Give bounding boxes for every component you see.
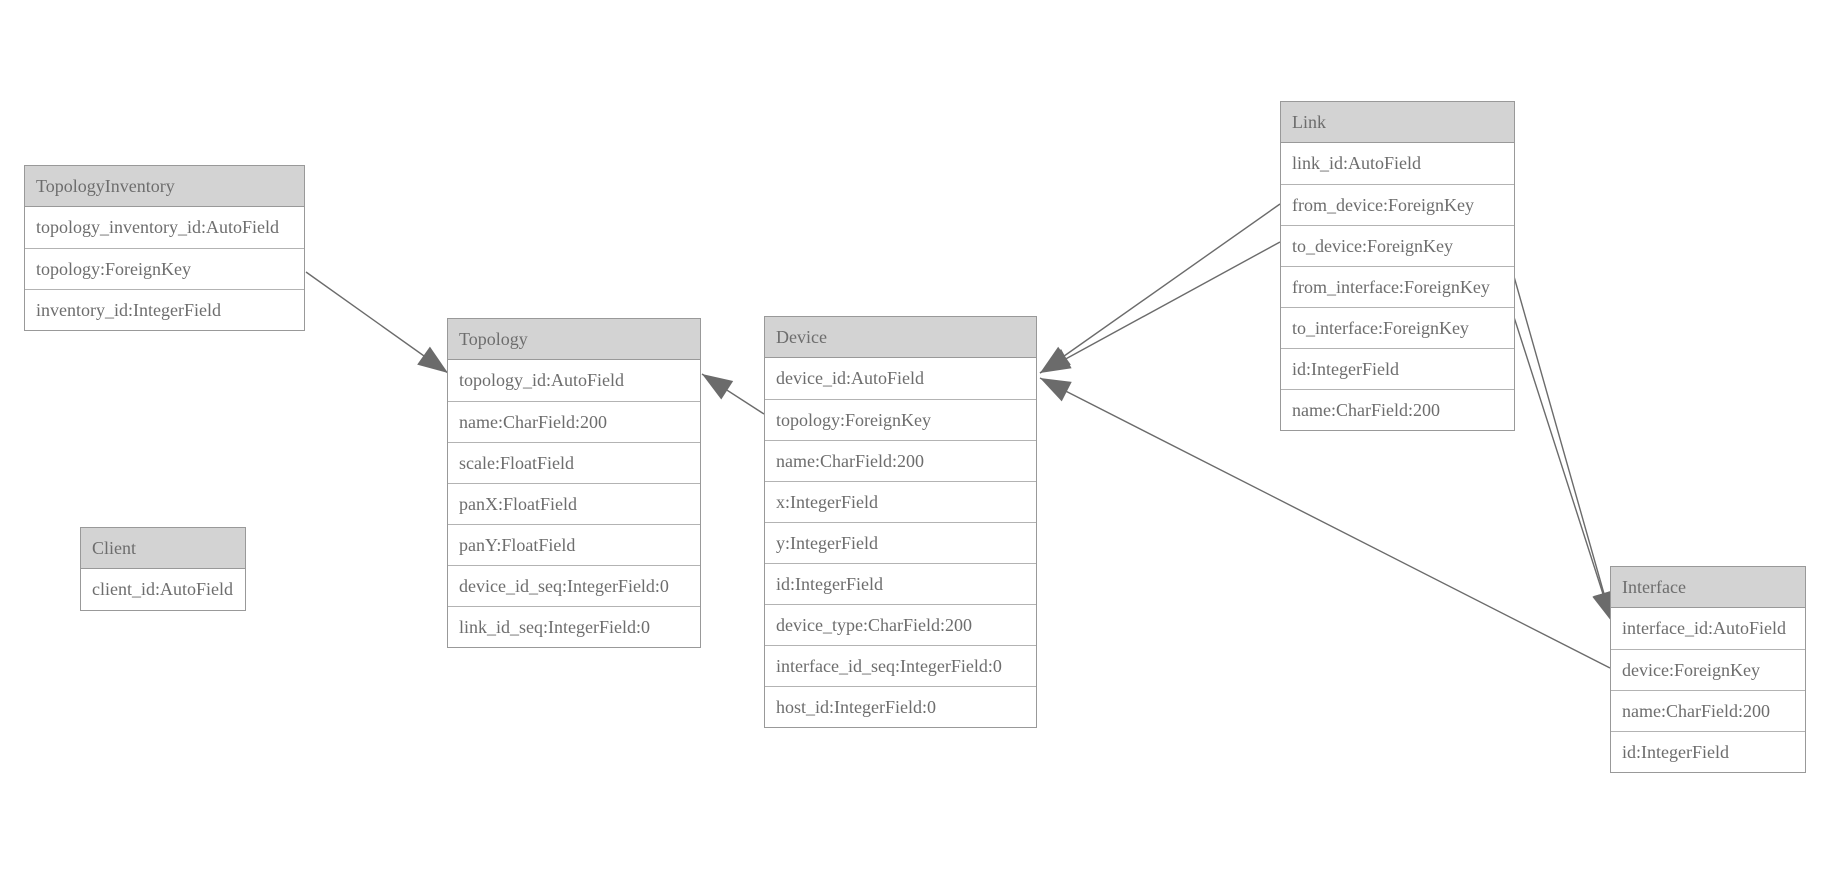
relation-device-topology	[701, 373, 765, 415]
entity-field[interactable]: topology:ForeignKey	[25, 248, 304, 289]
entity-field[interactable]: interface_id_seq:IntegerField:0	[765, 645, 1036, 686]
entity-field[interactable]: inventory_id:IntegerField	[25, 289, 304, 330]
entity-title-interface: Interface	[1611, 567, 1805, 608]
entity-field[interactable]: panX:FloatField	[448, 483, 700, 524]
entity-field[interactable]: to_device:ForeignKey	[1281, 225, 1514, 266]
relation-link-from_device	[1039, 203, 1281, 374]
entity-field[interactable]: topology:ForeignKey	[765, 399, 1036, 440]
entity-field[interactable]: link_id:AutoField	[1292, 153, 1422, 173]
relation-link-from_interface	[1512, 272, 1615, 623]
entity-field[interactable]: device_id:AutoField	[776, 368, 924, 388]
relation-arrowhead	[1040, 378, 1072, 402]
entity-field[interactable]: topology_id:AutoField	[459, 370, 625, 390]
entity-field[interactable]: device:ForeignKey	[1611, 649, 1805, 690]
entity-field[interactable]: id:IntegerField	[765, 563, 1036, 604]
entity-device[interactable]: Device device_id:AutoField topology:Foreig…	[764, 316, 1037, 728]
entity-title-device: Device	[765, 317, 1036, 358]
entity-link[interactable]: Link link_id:AutoField from_device:Foreign…	[1280, 101, 1515, 431]
entity-field[interactable]: x:IntegerField	[765, 481, 1036, 522]
entity-field[interactable]: name:CharField:200	[1281, 389, 1514, 430]
entity-field[interactable]: to_interface:ForeignKey	[1281, 307, 1514, 348]
entity-field[interactable]: name:CharField:200	[448, 401, 700, 442]
entity-field[interactable]: panY:FloatField	[448, 524, 700, 565]
relation-link-to_device	[1039, 241, 1281, 374]
entity-title-client: Client	[81, 528, 245, 569]
entity-field[interactable]: from_device:ForeignKey	[1281, 184, 1514, 225]
entity-title-link: Link	[1281, 102, 1514, 143]
entity-topology[interactable]: Topology topology_id:AutoField name:CharFi…	[447, 318, 701, 648]
relation-line	[1039, 203, 1281, 374]
entity-field[interactable]: link_id_seq:IntegerField:0	[448, 606, 700, 647]
entity-interface[interactable]: Interface interface_id:AutoField device:Fo…	[1610, 566, 1806, 773]
entity-field[interactable]: interface_id:AutoField	[1622, 618, 1786, 638]
entity-field[interactable]: y:IntegerField	[765, 522, 1036, 563]
entity-field[interactable]: client_id:AutoField	[92, 579, 233, 599]
relation-arrowhead	[1040, 346, 1071, 373]
relation-line	[1039, 241, 1281, 374]
entity-field[interactable]: name:CharField:200	[1611, 690, 1805, 731]
relation-arrowhead	[1040, 348, 1072, 373]
entity-field[interactable]: name:CharField:200	[765, 440, 1036, 481]
relation-line	[1512, 272, 1613, 623]
entity-field[interactable]: device_type:CharField:200	[765, 604, 1036, 645]
relation-link-to_interface	[1512, 313, 1614, 623]
entity-field[interactable]: topology_inventory_id:AutoField	[36, 217, 279, 237]
entity-client[interactable]: Client client_id:AutoField	[80, 527, 246, 611]
relation-line	[1512, 313, 1613, 623]
entity-field[interactable]: host_id:IntegerField:0	[765, 686, 1036, 727]
entity-field[interactable]: scale:FloatField	[448, 442, 700, 483]
relation-line	[305, 271, 449, 374]
entity-field[interactable]: from_interface:ForeignKey	[1281, 266, 1514, 307]
entity-field[interactable]: id:IntegerField	[1281, 348, 1514, 389]
relation-topologyinventory-topology	[305, 271, 449, 374]
entity-topologyinventory[interactable]: TopologyInventory topology_inventory_id:A…	[24, 165, 305, 331]
entity-field[interactable]: device_id_seq:IntegerField:0	[448, 565, 700, 606]
entity-title-topology: Topology	[448, 319, 700, 360]
relation-line	[701, 373, 765, 415]
entity-title-topologyinventory: TopologyInventory	[25, 166, 304, 207]
entity-field[interactable]: id:IntegerField	[1611, 731, 1805, 772]
relation-arrowhead	[702, 374, 734, 400]
